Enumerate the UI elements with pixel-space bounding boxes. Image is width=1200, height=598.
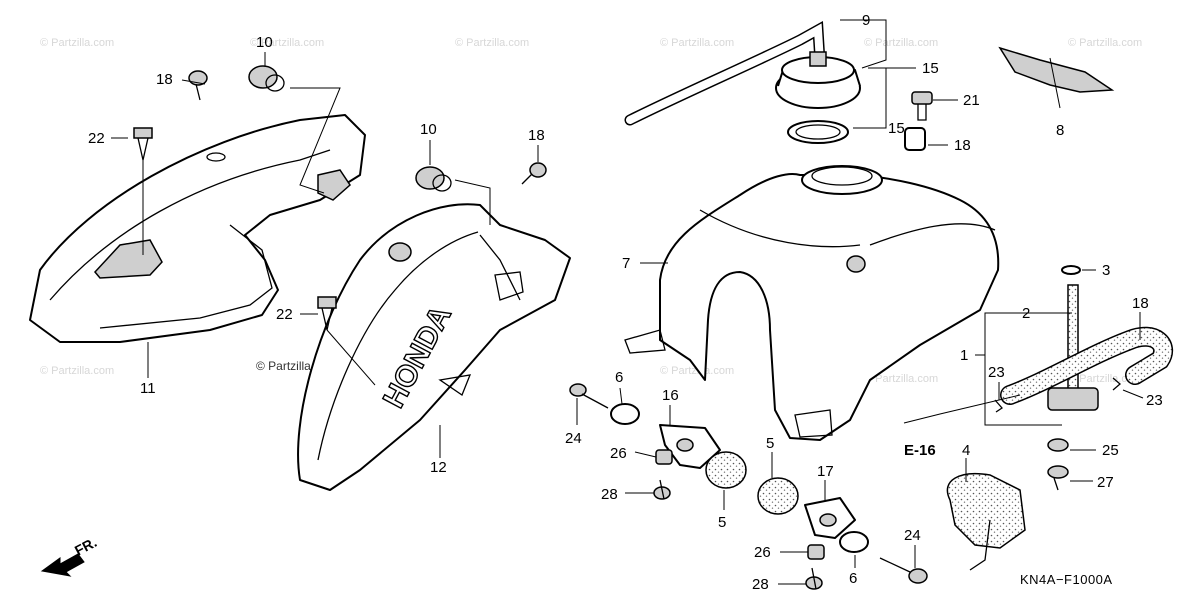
callout-24: 24 xyxy=(565,430,582,447)
callout-1: 1 xyxy=(960,347,968,364)
part-18-screw-b xyxy=(521,162,547,185)
part-1-fuel-valve xyxy=(1047,387,1099,411)
watermark: © Partzilla.com xyxy=(250,37,324,49)
diagram-code: KN4A−F1000A xyxy=(1020,572,1113,587)
callout-28: 28 xyxy=(752,576,769,593)
callout-8: 8 xyxy=(1056,122,1064,139)
callout-7: 7 xyxy=(622,255,630,272)
callout-18: 18 xyxy=(528,127,545,144)
callout-10: 10 xyxy=(256,34,273,51)
part-15-bracket-a xyxy=(659,424,721,469)
part-26-nut-b xyxy=(807,544,825,560)
callout-4: 4 xyxy=(962,442,970,459)
callout-15: 17 xyxy=(817,463,834,480)
part-18-screw-a xyxy=(188,70,208,101)
part-28-bolt-a xyxy=(653,479,671,500)
callout-5: 5 xyxy=(718,514,726,531)
callout-3: 3 xyxy=(1102,262,1110,279)
callout-labels: 9 15 15 21 18 8 7 3 2 18 1 23 23 25 27 4… xyxy=(88,12,1163,593)
part-15-bracket-b xyxy=(804,497,856,539)
part-13-fuel-cap xyxy=(775,51,861,109)
callout-13: 15 xyxy=(922,60,939,77)
part-17-collar xyxy=(904,127,926,151)
part-6-collar-b xyxy=(839,531,869,553)
watermark: © Partzilla.com xyxy=(660,37,734,49)
part-7-fuel-tank xyxy=(624,165,1000,441)
part-6-collar-a xyxy=(610,403,640,425)
callout-17: 18 xyxy=(954,137,971,154)
callout-27: 27 xyxy=(1097,474,1114,491)
callout-23: 23 xyxy=(988,364,1005,381)
watermark: © Partzilla.com xyxy=(864,37,938,49)
watermark: © Partzilla.com xyxy=(1068,373,1142,385)
callout-25: 25 xyxy=(1102,442,1119,459)
callout-12: 12 xyxy=(430,459,447,476)
part-12-honda-shroud: HONDA xyxy=(297,203,571,491)
callout-15: 16 xyxy=(662,387,679,404)
front-arrow-icon xyxy=(40,553,85,577)
part-28-bolt-b xyxy=(805,567,823,590)
watermark: © Partzilla.com xyxy=(40,37,114,49)
part-11-left-shroud xyxy=(29,114,366,343)
watermark: © Partzilla.com xyxy=(864,373,938,385)
watermark: © Partzilla.com xyxy=(40,365,114,377)
callout-22: 22 xyxy=(88,130,105,147)
part-10-grommet-a xyxy=(248,65,285,92)
callout-9: 9 xyxy=(862,12,870,29)
part-24-bolt-b xyxy=(879,557,928,584)
part-3-washer xyxy=(1061,265,1081,275)
part-10-grommet-b xyxy=(415,166,452,192)
part-22-clip-a xyxy=(133,127,153,161)
part-21-bolt xyxy=(911,91,933,121)
callout-22: 22 xyxy=(276,306,293,323)
callout-5: 5 xyxy=(766,435,774,452)
callout-2: 2 xyxy=(1022,305,1030,322)
part-8-bracket xyxy=(998,46,1115,93)
callout-6: 6 xyxy=(849,570,857,587)
part-25-washer xyxy=(1047,438,1069,452)
watermark: © Partzilla.com xyxy=(1068,37,1142,49)
callout-6: 6 xyxy=(615,369,623,386)
part-5-rubber-a xyxy=(705,451,747,489)
part-16-fuel-hose xyxy=(1000,326,1174,405)
part-27-bolt xyxy=(1047,465,1069,491)
leader-lines xyxy=(111,19,1144,585)
part-5-rubber-b xyxy=(757,477,799,515)
front-direction-arrow: FR. xyxy=(40,534,99,577)
callout-10: 10 xyxy=(420,121,437,138)
part-26-nut-a xyxy=(655,449,673,465)
part-9-breather-hose xyxy=(624,20,826,126)
callout-28: 28 xyxy=(601,486,618,503)
callout-16: 18 xyxy=(1132,295,1149,312)
callout-23: 23 xyxy=(1146,392,1163,409)
callout-11: 11 xyxy=(140,380,156,397)
watermark: © Partzilla.com xyxy=(455,37,529,49)
part-24-bolt-a xyxy=(569,383,609,409)
part-14-gasket xyxy=(787,120,849,144)
callout-18: 18 xyxy=(156,71,173,88)
part-4-valve-cover xyxy=(946,473,1026,571)
reference-e16: E-16 xyxy=(904,442,936,459)
callout-14: 15 xyxy=(888,120,905,137)
part-23-clip-b xyxy=(1112,377,1121,391)
callout-26: 26 xyxy=(610,445,627,462)
callout-26: 26 xyxy=(754,544,771,561)
part-23-clip-a xyxy=(994,399,1003,413)
callout-24: 24 xyxy=(904,527,921,544)
callout-21: 21 xyxy=(963,92,980,109)
